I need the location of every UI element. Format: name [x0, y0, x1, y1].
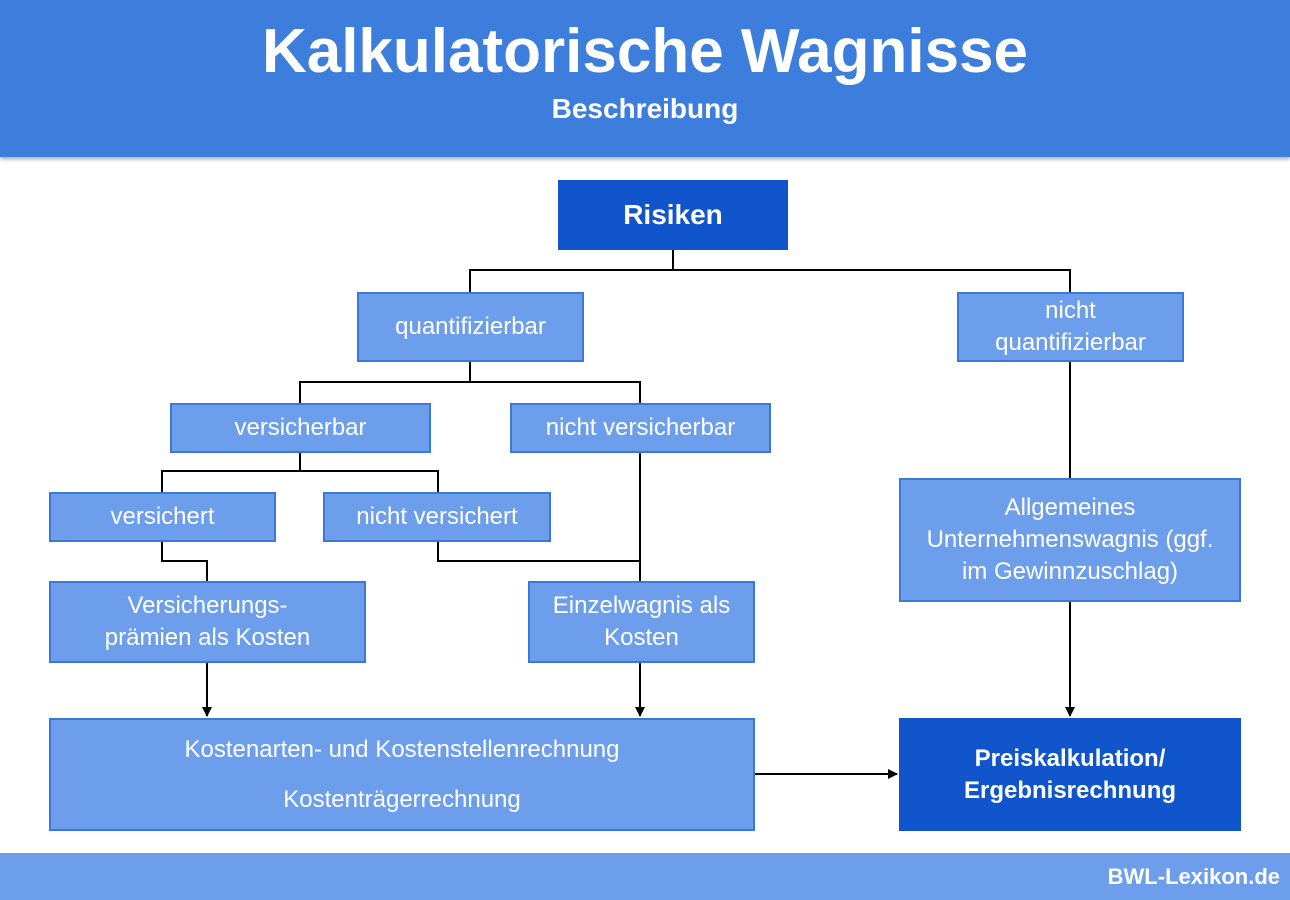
node-einzelwagnis: Einzelwagnis als Kosten [528, 581, 755, 663]
node-einzelwagnis-line-1: Einzelwagnis als [552, 592, 731, 619]
node-nicht-quantifizierbar-line-2: quantifizierbar [995, 329, 1146, 356]
node-kostenrechnung-line-1: Kostenarten- und Kostenstellenrechnung [184, 735, 620, 763]
connector-versicherbar-nicht-versichert [300, 470, 439, 492]
node-risiken: Risiken [558, 180, 788, 250]
node-allgemeines-unternehmenswagnis: Allgemeines Unternehmenswagnis (ggf. im … [899, 478, 1241, 602]
node-nicht-versichert: nicht versichert [323, 492, 551, 542]
node-versichert: versichert [49, 492, 276, 542]
page-title: Kalkulatorische Wagnisse [261, 17, 1029, 86]
node-versicherungspraemien-line-2: prämien als Kosten [104, 624, 311, 651]
connector-nicht-versichert-einzelwagnis [437, 541, 640, 562]
connector-risiken-nicht-quantifizierbar [673, 269, 1071, 292]
node-preiskalkulation: Preiskalkulation/ Ergebnisrechnung [899, 718, 1241, 831]
connector-quantifizierbar-nicht-versicherbar [470, 381, 641, 403]
node-preiskalkulation-line-2: Ergebnisrechnung [963, 776, 1177, 804]
node-preiskalkulation-line-1: Preiskalkulation/ [974, 744, 1166, 772]
node-versicherbar-label: versicherbar [234, 414, 367, 441]
node-einzelwagnis-line-2: Kosten [604, 624, 679, 651]
node-allgemeines-line-1: Allgemeines [1004, 494, 1136, 521]
header-banner: Kalkulatorische Wagnisse Beschreibung [0, 0, 1290, 157]
node-kostenrechnung: Kostenarten- und Kostenstellenrechnung K… [49, 718, 755, 831]
node-risiken-label: Risiken [623, 199, 723, 230]
node-nicht-quantifizierbar-line-1: nicht [1045, 297, 1096, 324]
node-versicherungspraemien-line-1: Versicherungs- [127, 592, 288, 619]
node-kostenrechnung-line-2: Kostenträgerrechnung [283, 785, 521, 813]
node-nicht-versichert-label: nicht versichert [356, 503, 518, 530]
connector-versicherbar-versichert [161, 452, 301, 492]
node-quantifizierbar-label: quantifizierbar [395, 313, 546, 340]
connector-quantifizierbar-versicherbar [299, 361, 471, 403]
node-nicht-quantifizierbar: nicht quantifizierbar [957, 292, 1184, 362]
footer-bar: BWL-Lexikon.de [0, 853, 1290, 900]
connector-versichert-praemien [161, 541, 208, 581]
node-quantifizierbar: quantifizierbar [357, 292, 584, 362]
connector-risiken-split [469, 249, 674, 292]
node-nicht-versicherbar: nicht versicherbar [510, 403, 771, 453]
node-versicherbar: versicherbar [170, 403, 431, 453]
node-allgemeines-line-2: Unternehmenswagnis (ggf. [926, 526, 1214, 553]
footer-brand: BWL-Lexikon.de [1107, 864, 1280, 889]
node-allgemeines-line-3: im Gewinnzuschlag) [961, 558, 1179, 585]
node-versichert-label: versichert [110, 503, 215, 530]
node-nicht-versicherbar-label: nicht versicherbar [545, 414, 736, 441]
page-subtitle: Beschreibung [551, 93, 739, 124]
node-versicherungspraemien: Versicherungs- prämien als Kosten [49, 581, 366, 663]
